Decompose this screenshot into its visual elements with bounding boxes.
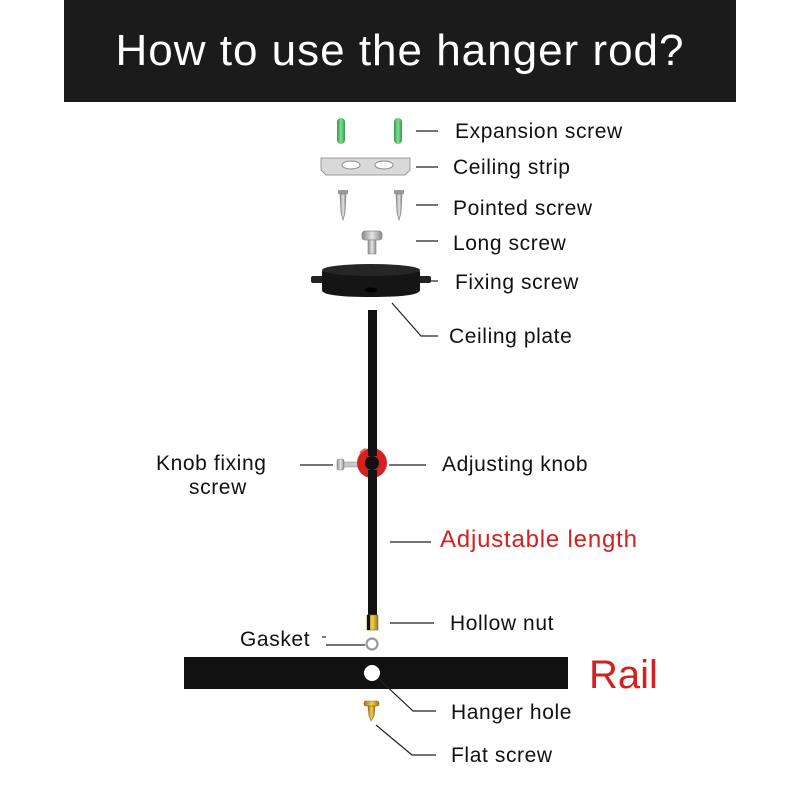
hanger-hole-leader [379, 679, 436, 712]
title-banner: How to use the hanger rod? [64, 0, 736, 102]
adjusting-knob [357, 444, 387, 482]
gasket-label: Gasket [240, 628, 310, 651]
pointed-screw-label: Pointed screw [453, 197, 593, 220]
hollow-nut-label: Hollow nut [450, 612, 554, 635]
hollow-nut [366, 614, 379, 631]
hanger-hole-label: Hanger hole [451, 701, 572, 724]
long-screw [361, 230, 383, 255]
page-title: How to use the hanger rod? [115, 26, 685, 75]
ceiling-plate-label: Ceiling plate [449, 325, 572, 348]
ceiling-strip [320, 157, 411, 176]
expansion-screws [337, 118, 402, 144]
flat-screw-label: Flat screw [451, 744, 553, 767]
knob-fixing-screw-label-line1: Knob fixing [156, 452, 267, 475]
pointed-screws [338, 190, 404, 222]
hanger-hole [364, 665, 380, 681]
flat-screw [363, 700, 380, 722]
ceiling-strip-label: Ceiling strip [453, 156, 571, 179]
rail-label: Rail [589, 653, 658, 697]
gasket [365, 637, 379, 651]
adjustable-length-label: Adjustable length [440, 526, 638, 553]
fixing-screw-label: Fixing screw [455, 271, 579, 294]
fixing-screw-left [311, 276, 325, 283]
long-screw-label: Long screw [453, 232, 567, 255]
knob-fixing-screw [336, 458, 359, 471]
adjusting-knob-label: Adjusting knob [442, 453, 588, 476]
expansion-screw-right [394, 118, 402, 144]
ceiling-plate-leader [391, 302, 438, 337]
expansion-screw-label: Expansion screw [455, 120, 623, 143]
expansion-screw-left [337, 118, 345, 144]
knob-fixing-screw-label-line2: screw [189, 476, 247, 499]
flat-screw-leader [375, 724, 436, 756]
ceiling-plate [311, 264, 431, 297]
